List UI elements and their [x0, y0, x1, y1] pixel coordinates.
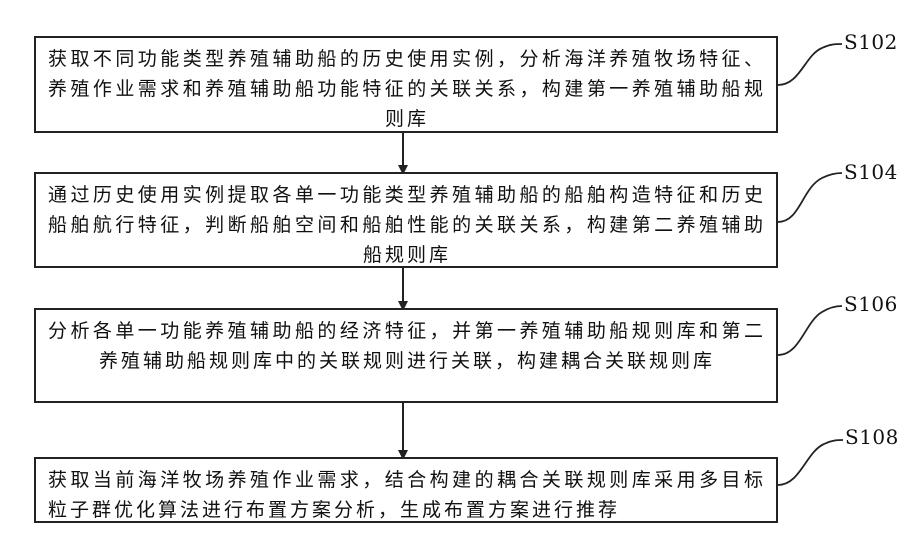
step-label-s108: S108 [845, 425, 899, 449]
step-box-s102: 获取不同功能类型养殖辅助船的历史使用实例，分析海洋养殖牧场特征、养殖作业需求和养… [34, 36, 778, 133]
leader-line-s102 [778, 44, 842, 85]
step-label-s104: S104 [844, 160, 898, 184]
leader-line-s108 [778, 440, 843, 485]
step-text-s104: 通过历史使用实例提取各单一功能类型养殖辅助船的船舶构造特征和历史船舶航行特征，判… [36, 174, 776, 270]
step-text-s106: 分析各单一功能养殖辅助船的经济特征，并第一养殖辅助船规则库和第二养殖辅助船规则库… [36, 310, 776, 376]
step-label-s102: S102 [844, 30, 898, 54]
leader-line-s104 [778, 173, 842, 222]
step-box-s104: 通过历史使用实例提取各单一功能类型养殖辅助船的船舶构造特征和历史船舶航行特征，判… [34, 172, 778, 268]
step-box-s108: 获取当前海洋牧场养殖作业需求，结合构建的耦合关联规则库采用多目标粒子群优化算法进… [34, 457, 778, 523]
step-text-s102: 获取不同功能类型养殖辅助船的历史使用实例，分析海洋养殖牧场特征、养殖作业需求和养… [36, 38, 776, 134]
step-label-s106: S106 [844, 292, 898, 316]
step-box-s106: 分析各单一功能养殖辅助船的经济特征，并第一养殖辅助船规则库和第二养殖辅助船规则库… [34, 308, 778, 403]
step-text-s108: 获取当前海洋牧场养殖作业需求，结合构建的耦合关联规则库采用多目标粒子群优化算法进… [36, 459, 776, 525]
leader-line-s106 [778, 306, 842, 355]
